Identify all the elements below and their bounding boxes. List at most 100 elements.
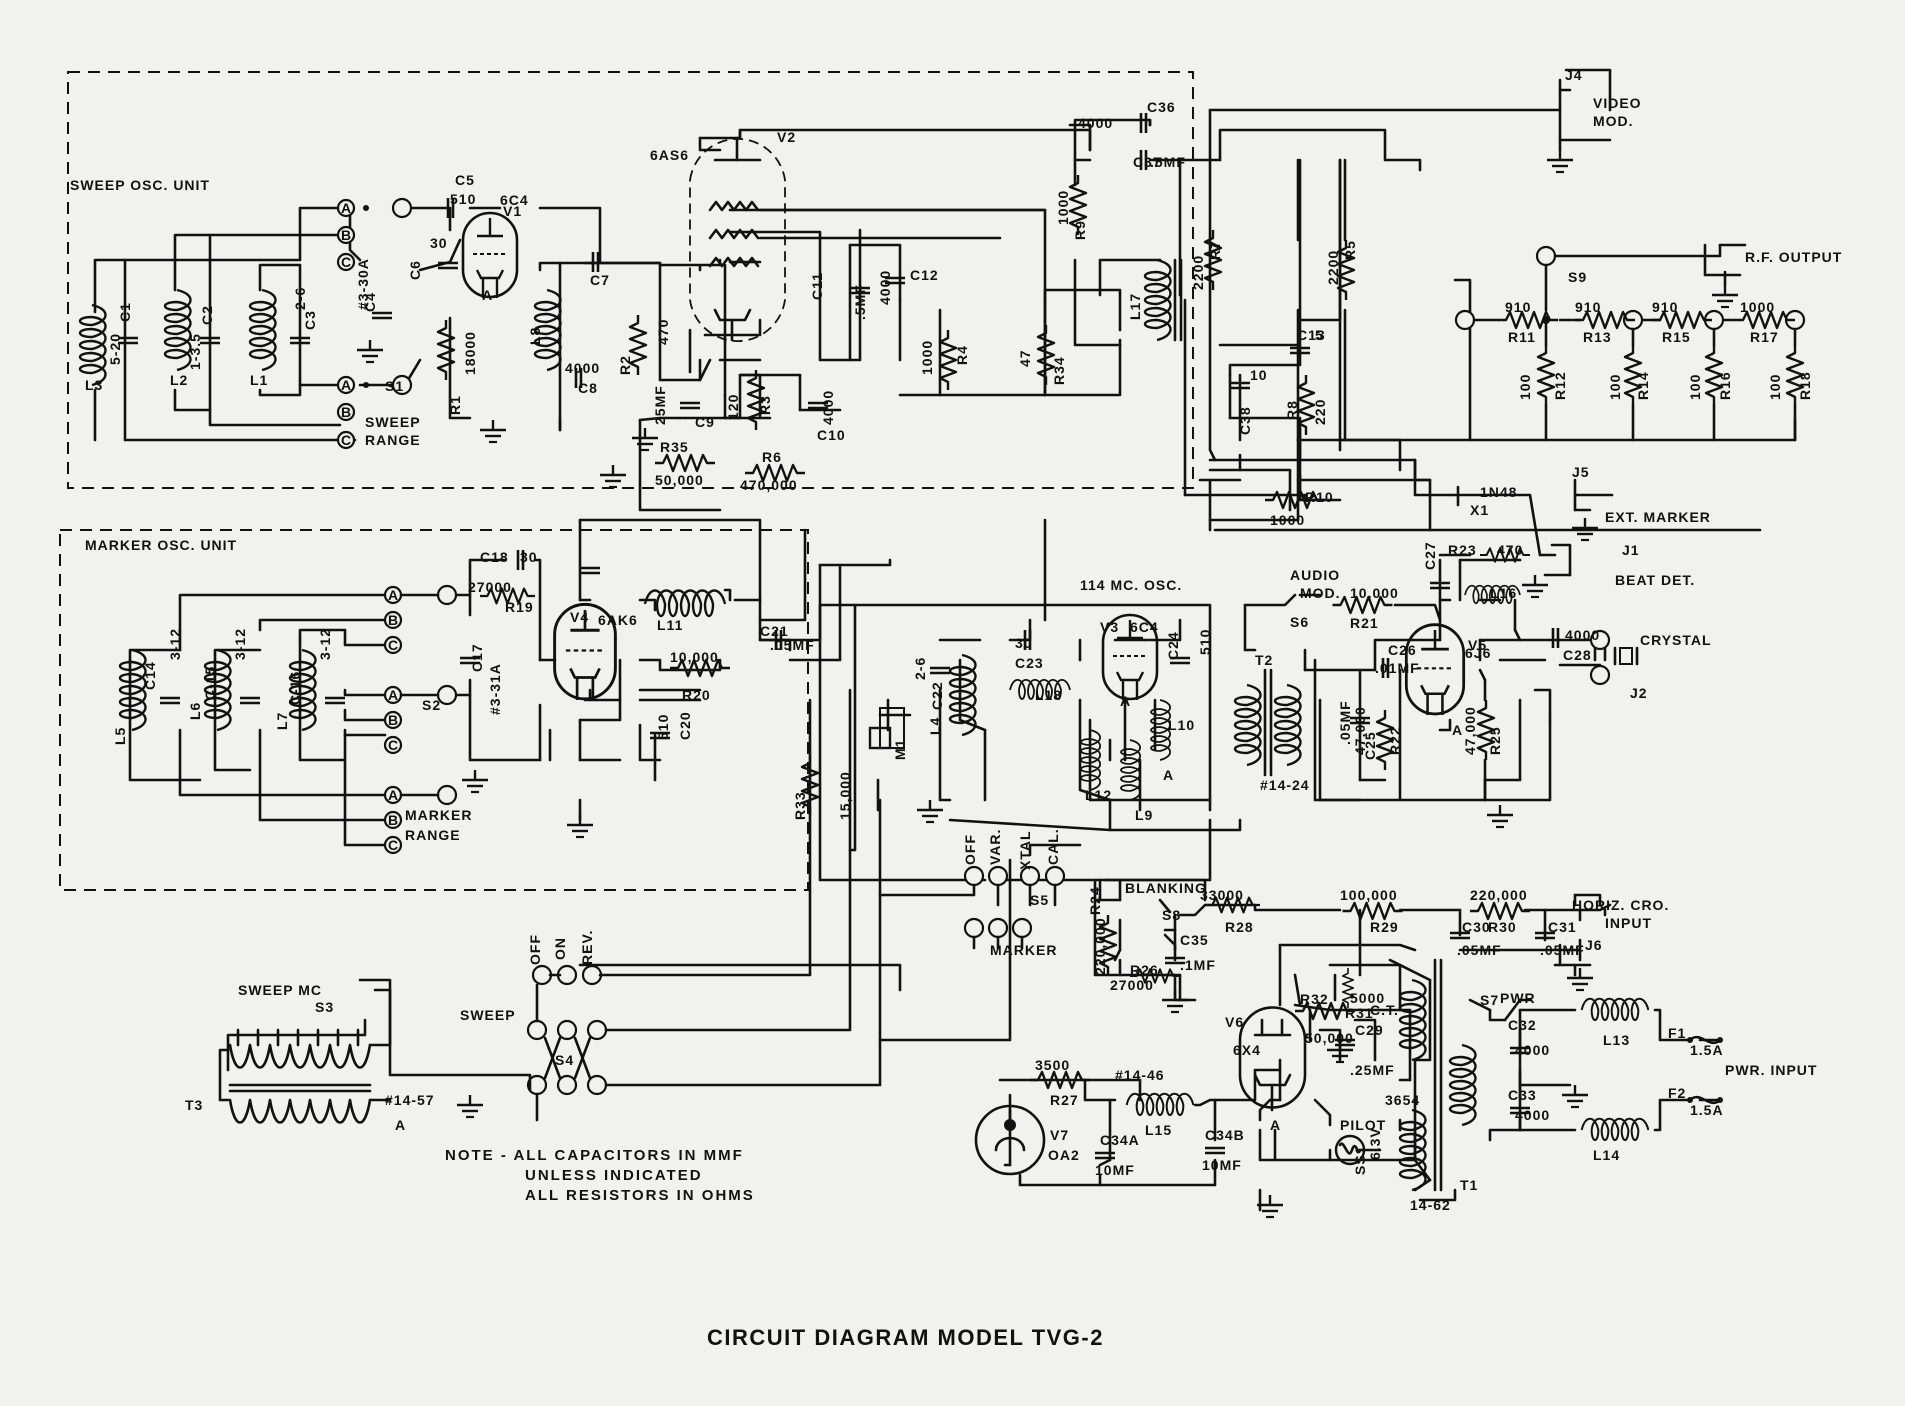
label-r25: R25 — [1487, 726, 1503, 755]
label-r18: R18 — [1797, 371, 1813, 400]
label-r28: R28 — [1225, 919, 1254, 935]
label-r4: R4 — [954, 345, 970, 365]
resistor-r29 — [1341, 901, 1404, 921]
label-c15: C-15 — [202, 666, 218, 700]
ground-s2 — [460, 768, 490, 794]
svg-text:A: A — [482, 287, 493, 303]
label-audio: AUDIO — [1290, 567, 1340, 583]
label-l17: L17 — [1127, 293, 1143, 320]
label-pilot: PILOT — [1340, 1117, 1386, 1133]
label-c34b: C34B — [1205, 1127, 1245, 1143]
tube-v2 — [689, 136, 1047, 342]
cap-c34a — [1093, 1151, 1117, 1160]
label-c23: C23 — [1015, 655, 1044, 671]
label-r27: R27 — [1050, 1092, 1079, 1108]
label-pwrin: PWR. INPUT — [1725, 1062, 1817, 1078]
label-r31: R31 — [1345, 1005, 1374, 1021]
label-c5: C5 — [455, 172, 475, 188]
label-c32: C32 — [1508, 1017, 1537, 1033]
s5-selector — [878, 843, 1082, 950]
label-r17: R17 — [1750, 329, 1779, 345]
label-marker: MARKER — [405, 807, 472, 823]
label-r30: R30 — [1488, 919, 1517, 935]
svg-text:B: B — [341, 404, 352, 420]
svg-text:C: C — [388, 837, 399, 853]
label-r9v: 1000 — [1055, 190, 1071, 225]
label-r7: R7 — [1207, 240, 1223, 260]
label-c11v: .5MF — [852, 284, 868, 320]
cap-c28 — [1551, 626, 1560, 650]
label-c27: C27 — [1422, 541, 1438, 570]
label-v7: V7 — [1050, 1127, 1069, 1143]
svg-text:B: B — [341, 227, 352, 243]
label-range1: RANGE — [365, 432, 421, 448]
label-r14v: 100 — [1607, 374, 1623, 400]
coil-l17 — [1143, 258, 1172, 342]
label-m1: M1 — [892, 739, 908, 760]
label-s5: S5 — [1030, 892, 1049, 908]
coil-l13 — [1580, 997, 1650, 1022]
cap-c34b — [1203, 1146, 1227, 1155]
label-t1n: 14-62 — [1410, 1197, 1451, 1213]
label-r4v: 1000 — [919, 340, 935, 375]
label-r2v: 470 — [655, 319, 671, 345]
label-r23v: 470 — [1497, 542, 1523, 558]
label-r25v: 47,000 — [1462, 706, 1478, 755]
label-r6v: 470,000 — [740, 477, 798, 493]
label-s3: S3 — [315, 999, 334, 1015]
label-c29: C29 — [1355, 1022, 1384, 1038]
label-s5var: VAR. — [987, 829, 1003, 865]
svg-text:A: A — [341, 377, 352, 393]
label-r16: R16 — [1717, 371, 1733, 400]
label-horiz: HORIZ. CRO. — [1572, 897, 1669, 913]
label-c29v: .25MF — [1350, 1062, 1395, 1078]
label-r10: R10 — [1305, 489, 1334, 505]
label-n3654: 3654 — [1385, 1092, 1420, 1108]
label-c38: C38 — [1237, 406, 1253, 435]
label-c9v: 25MF — [652, 385, 668, 425]
label-c16v: 3-12 — [317, 628, 333, 660]
label-beat: BEAT DET. — [1615, 572, 1695, 588]
label-r21: R21 — [1350, 615, 1379, 631]
j4-video-mod — [1545, 68, 1612, 174]
transformer-t1-sec1 — [1398, 978, 1428, 1062]
label-l6: L6 — [187, 702, 203, 720]
label-mod: MOD. — [1593, 113, 1634, 129]
cap-c19 — [578, 566, 602, 575]
label-c28: C28 — [1563, 647, 1592, 663]
cap-c16 — [323, 696, 347, 705]
label-r11v: 910 — [1505, 299, 1531, 315]
label-r29: R29 — [1370, 919, 1399, 935]
label-c11: C11 — [809, 272, 825, 300]
label-v7t: OA2 — [1048, 1147, 1080, 1163]
label-t2n: #14-24 — [1260, 777, 1310, 793]
note-line-2: UNLESS INDICATED — [525, 1167, 703, 1184]
label-ssi: SS1 — [1352, 1146, 1368, 1175]
label-r35v: 50,000 — [655, 472, 704, 488]
label-l1: L1 — [250, 372, 268, 388]
cap-c15 — [238, 696, 262, 705]
label-s1sw: #3-30A — [355, 258, 371, 310]
label-v1: V1 — [503, 203, 522, 219]
label-c24v: 510 — [1197, 629, 1213, 655]
label-r5v: 2200 — [1325, 250, 1341, 285]
label-l9: L9 — [1135, 807, 1153, 823]
label-r32v: 50,000 — [1305, 1030, 1354, 1046]
sweep-osc-unit-box — [67, 71, 1194, 489]
label-s9: S9 — [1568, 269, 1587, 285]
label-r19v: 27000 — [468, 579, 512, 595]
label-l16: L16 — [1490, 585, 1517, 601]
label-v3: V3 — [1100, 619, 1119, 635]
label-c15v: 3-12 — [232, 628, 248, 660]
sweep-osc-wiring — [93, 88, 1797, 532]
svg-text:C: C — [341, 432, 352, 448]
label-r6: R6 — [762, 449, 782, 465]
label-r24v: 220,000 — [1092, 917, 1108, 975]
label-r15: R15 — [1662, 329, 1691, 345]
label-c22: C22 — [929, 681, 945, 710]
note-line-3: ALL RESISTORS IN OHMS — [525, 1187, 755, 1204]
label-c22v: 2-6 — [912, 657, 928, 680]
label-l14: L14 — [1593, 1147, 1620, 1163]
label-f2: F2 — [1668, 1085, 1686, 1101]
